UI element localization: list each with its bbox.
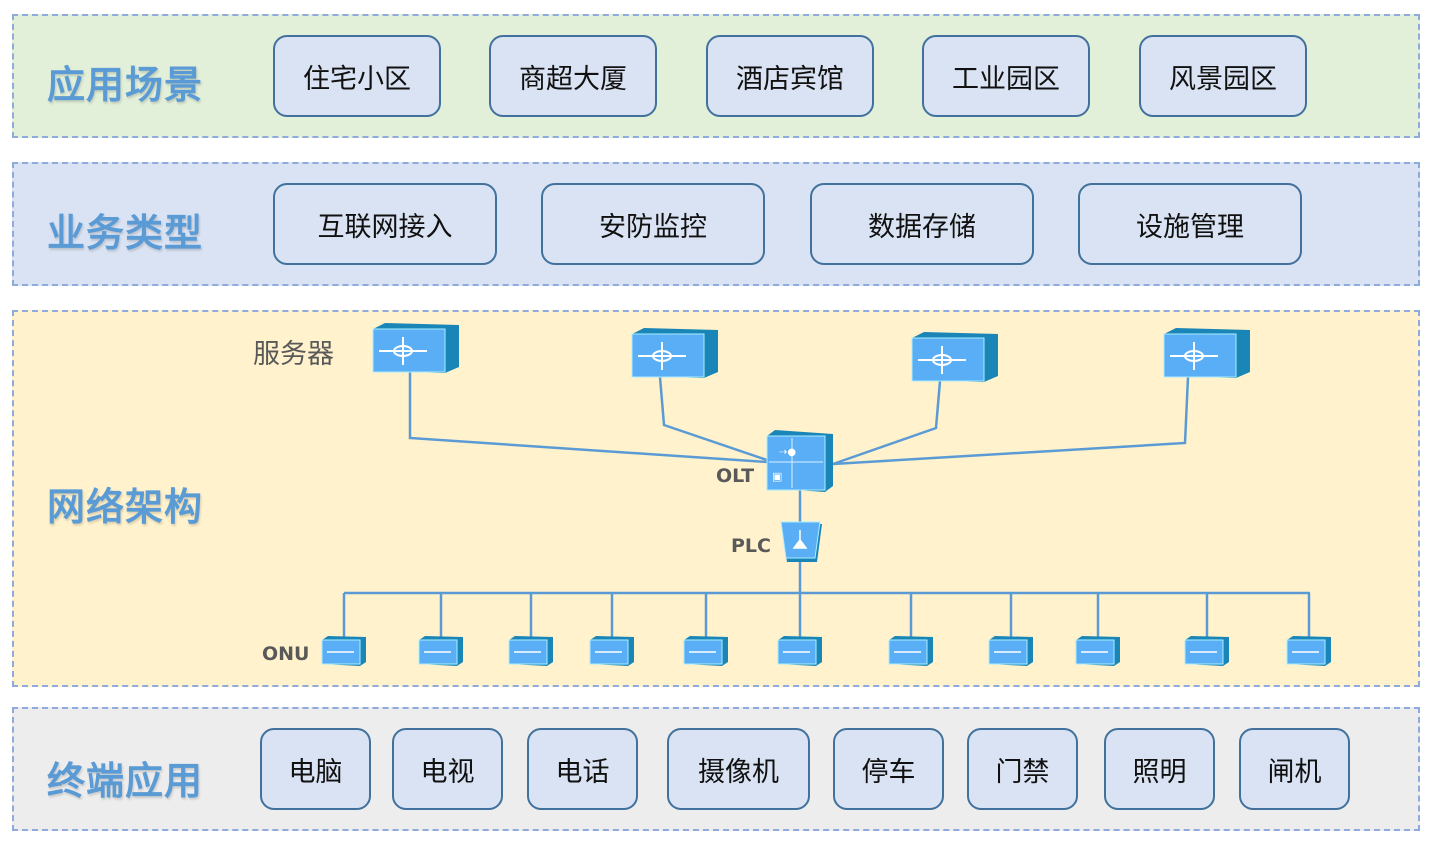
terminal-box: 停车 [833,728,944,810]
scenario-box: 风景园区 [1139,35,1307,117]
scenario-layer-title: 应用场景 [47,63,204,107]
scenario-box: 商超大厦 [489,35,657,117]
server-label: 服务器 [253,339,334,370]
plc-splitter-icon [780,521,822,562]
onu-icon [683,636,728,666]
terminal-box: 闸机 [1239,728,1350,810]
terminal-layer-title: 终端应用 [47,759,204,803]
onu-icon [321,636,366,666]
server-switch-icon [372,323,459,373]
svg-text:⇢●: ⇢● [779,447,796,458]
network-layer-title: 网络架构 [47,485,204,529]
onu-icon [418,636,463,666]
onu-icon [777,636,822,666]
terminal-box: 摄像机 [667,728,810,810]
onu-icon [988,636,1033,666]
service-box: 数据存储 [810,183,1034,265]
server-switch-icon [1163,328,1250,378]
onu-icon [1075,636,1120,666]
links [342,372,1311,640]
service-box: 设施管理 [1078,183,1302,265]
terminal-box: 电话 [527,728,638,810]
terminal-box: 照明 [1104,728,1215,810]
terminal-box: 电脑 [260,728,371,810]
scenario-box: 住宅小区 [273,35,441,117]
link-server-1 [408,372,768,464]
service-box: 互联网接入 [273,183,497,265]
olt-label: OLT [716,465,755,487]
link-server-4 [832,376,1190,466]
onu-icon [1184,636,1229,666]
terminal-box: 电视 [392,728,503,810]
link-server-3 [832,380,942,466]
link-server-2 [658,376,768,462]
server-switch-icon [631,328,718,378]
onu-icon [1286,636,1331,666]
server-switch-icon [911,332,998,382]
terminal-box: 门禁 [967,728,1078,810]
scenario-box: 酒店宾馆 [706,35,874,117]
onu-label: ONU [262,643,310,665]
service-layer-title: 业务类型 [47,211,204,255]
plc-label: PLC [731,535,771,557]
svg-text:▣: ▣ [772,470,782,483]
onu-icon [888,636,933,666]
scenario-box: 工业园区 [922,35,1090,117]
onu-icon [508,636,553,666]
service-box: 安防监控 [541,183,765,265]
onu-icon [589,636,634,666]
olt-icon: ⇢● ▣ [766,430,833,492]
